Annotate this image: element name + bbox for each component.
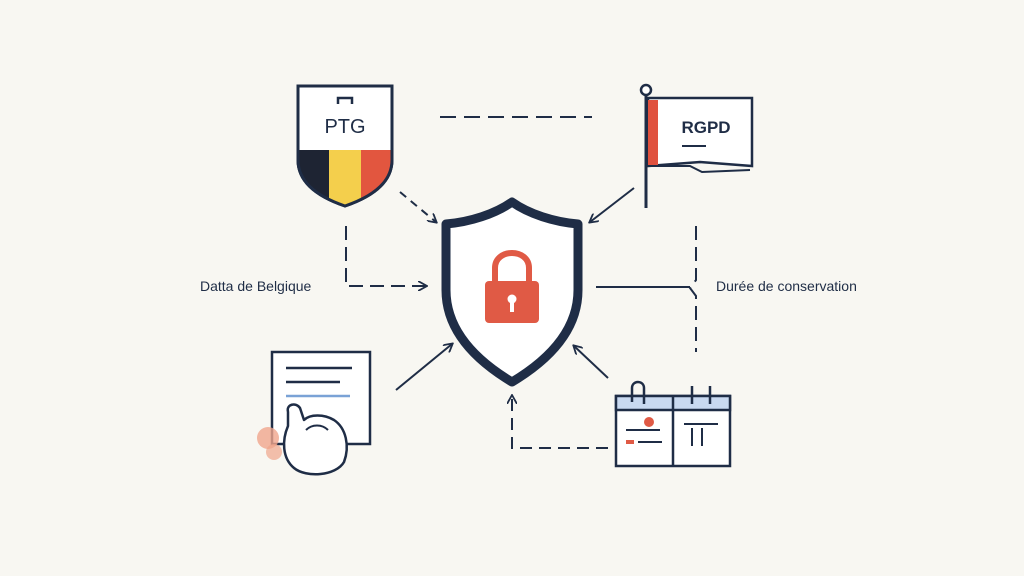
- document-hand-icon: [257, 350, 372, 476]
- connectors: [345, 187, 697, 449]
- shield-lock-icon: [441, 197, 583, 387]
- connector-bottom: [512, 396, 608, 449]
- connector-bottom-right: [574, 346, 609, 379]
- flag-text: RGPD: [681, 118, 730, 137]
- connector-right-bracket: [688, 226, 697, 352]
- badge-text: PTG: [324, 116, 365, 138]
- calendar-icon: [614, 380, 732, 468]
- shield-badge-icon: PTG: [296, 84, 394, 208]
- connector-bottom-left: [395, 344, 452, 391]
- connector-top-right: [590, 187, 635, 222]
- label-duree-conservation: Durée de conservation: [716, 278, 857, 294]
- label-data-belgique: Datta de Belgique: [200, 278, 312, 294]
- connector-top-left: [399, 191, 436, 222]
- connector-left: [345, 226, 426, 286]
- flag-icon: RGPD: [639, 83, 754, 208]
